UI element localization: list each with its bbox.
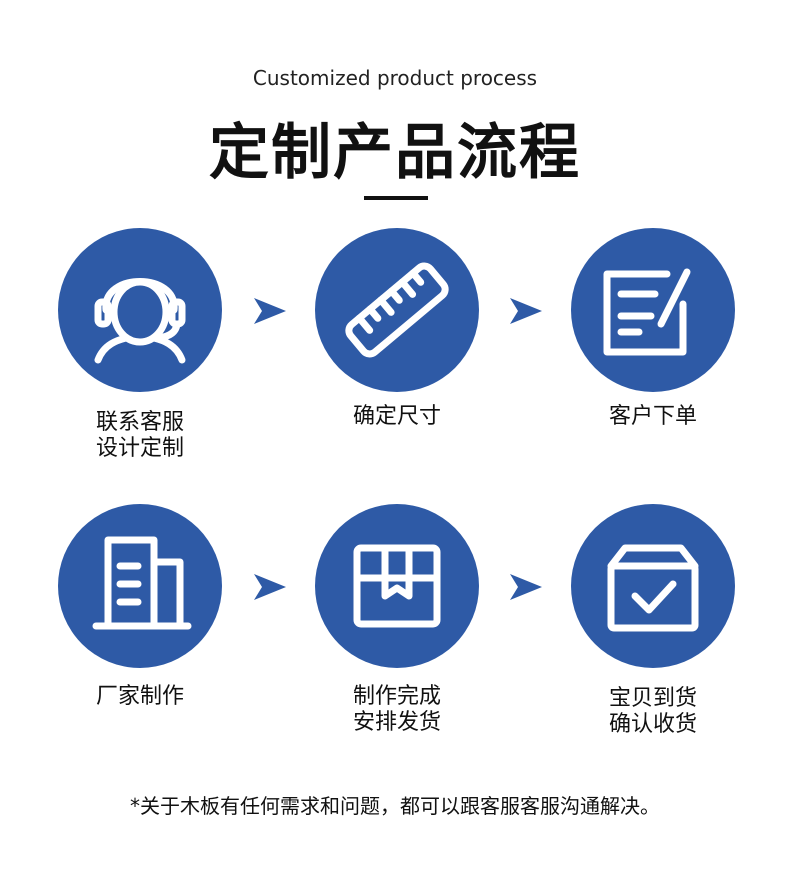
footer-note: *关于木板有任何需求和问题，都可以跟客服客服沟通解决。 [130,794,660,818]
step-label-line1: 联系客服 [95,410,184,435]
package-box-icon [353,544,441,628]
page-subtitle: Customized product process [252,66,538,90]
headset-agent-icon [94,278,186,364]
step-label-line1: 制作完成 [352,684,441,709]
title-divider [364,196,428,200]
factory-building-icon [92,536,192,630]
step-label-line2: 设计定制 [95,436,184,461]
step-circle [315,504,479,668]
page-title: 定制产品流程 [209,118,581,188]
ruler-icon [345,262,449,358]
step-circle [571,504,735,668]
step-label-line2: 确认收货 [608,712,697,737]
arrow-right-icon [510,298,542,324]
arrow-right-icon [254,574,286,600]
order-form-icon [603,268,691,356]
arrow-right-icon [254,298,286,324]
step-label-line2: 安排发货 [352,710,441,735]
step-label-line1: 客户下单 [608,404,697,429]
step-circle [58,228,222,392]
step-circle [58,504,222,668]
step-circle [571,228,735,392]
step-label-line1: 宝贝到货 [608,686,697,711]
step-label-line1: 厂家制作 [95,684,184,709]
arrow-right-icon [510,574,542,600]
step-circle [315,228,479,392]
step-label-line1: 确定尺寸 [352,404,441,429]
checked-box-icon [607,544,699,632]
